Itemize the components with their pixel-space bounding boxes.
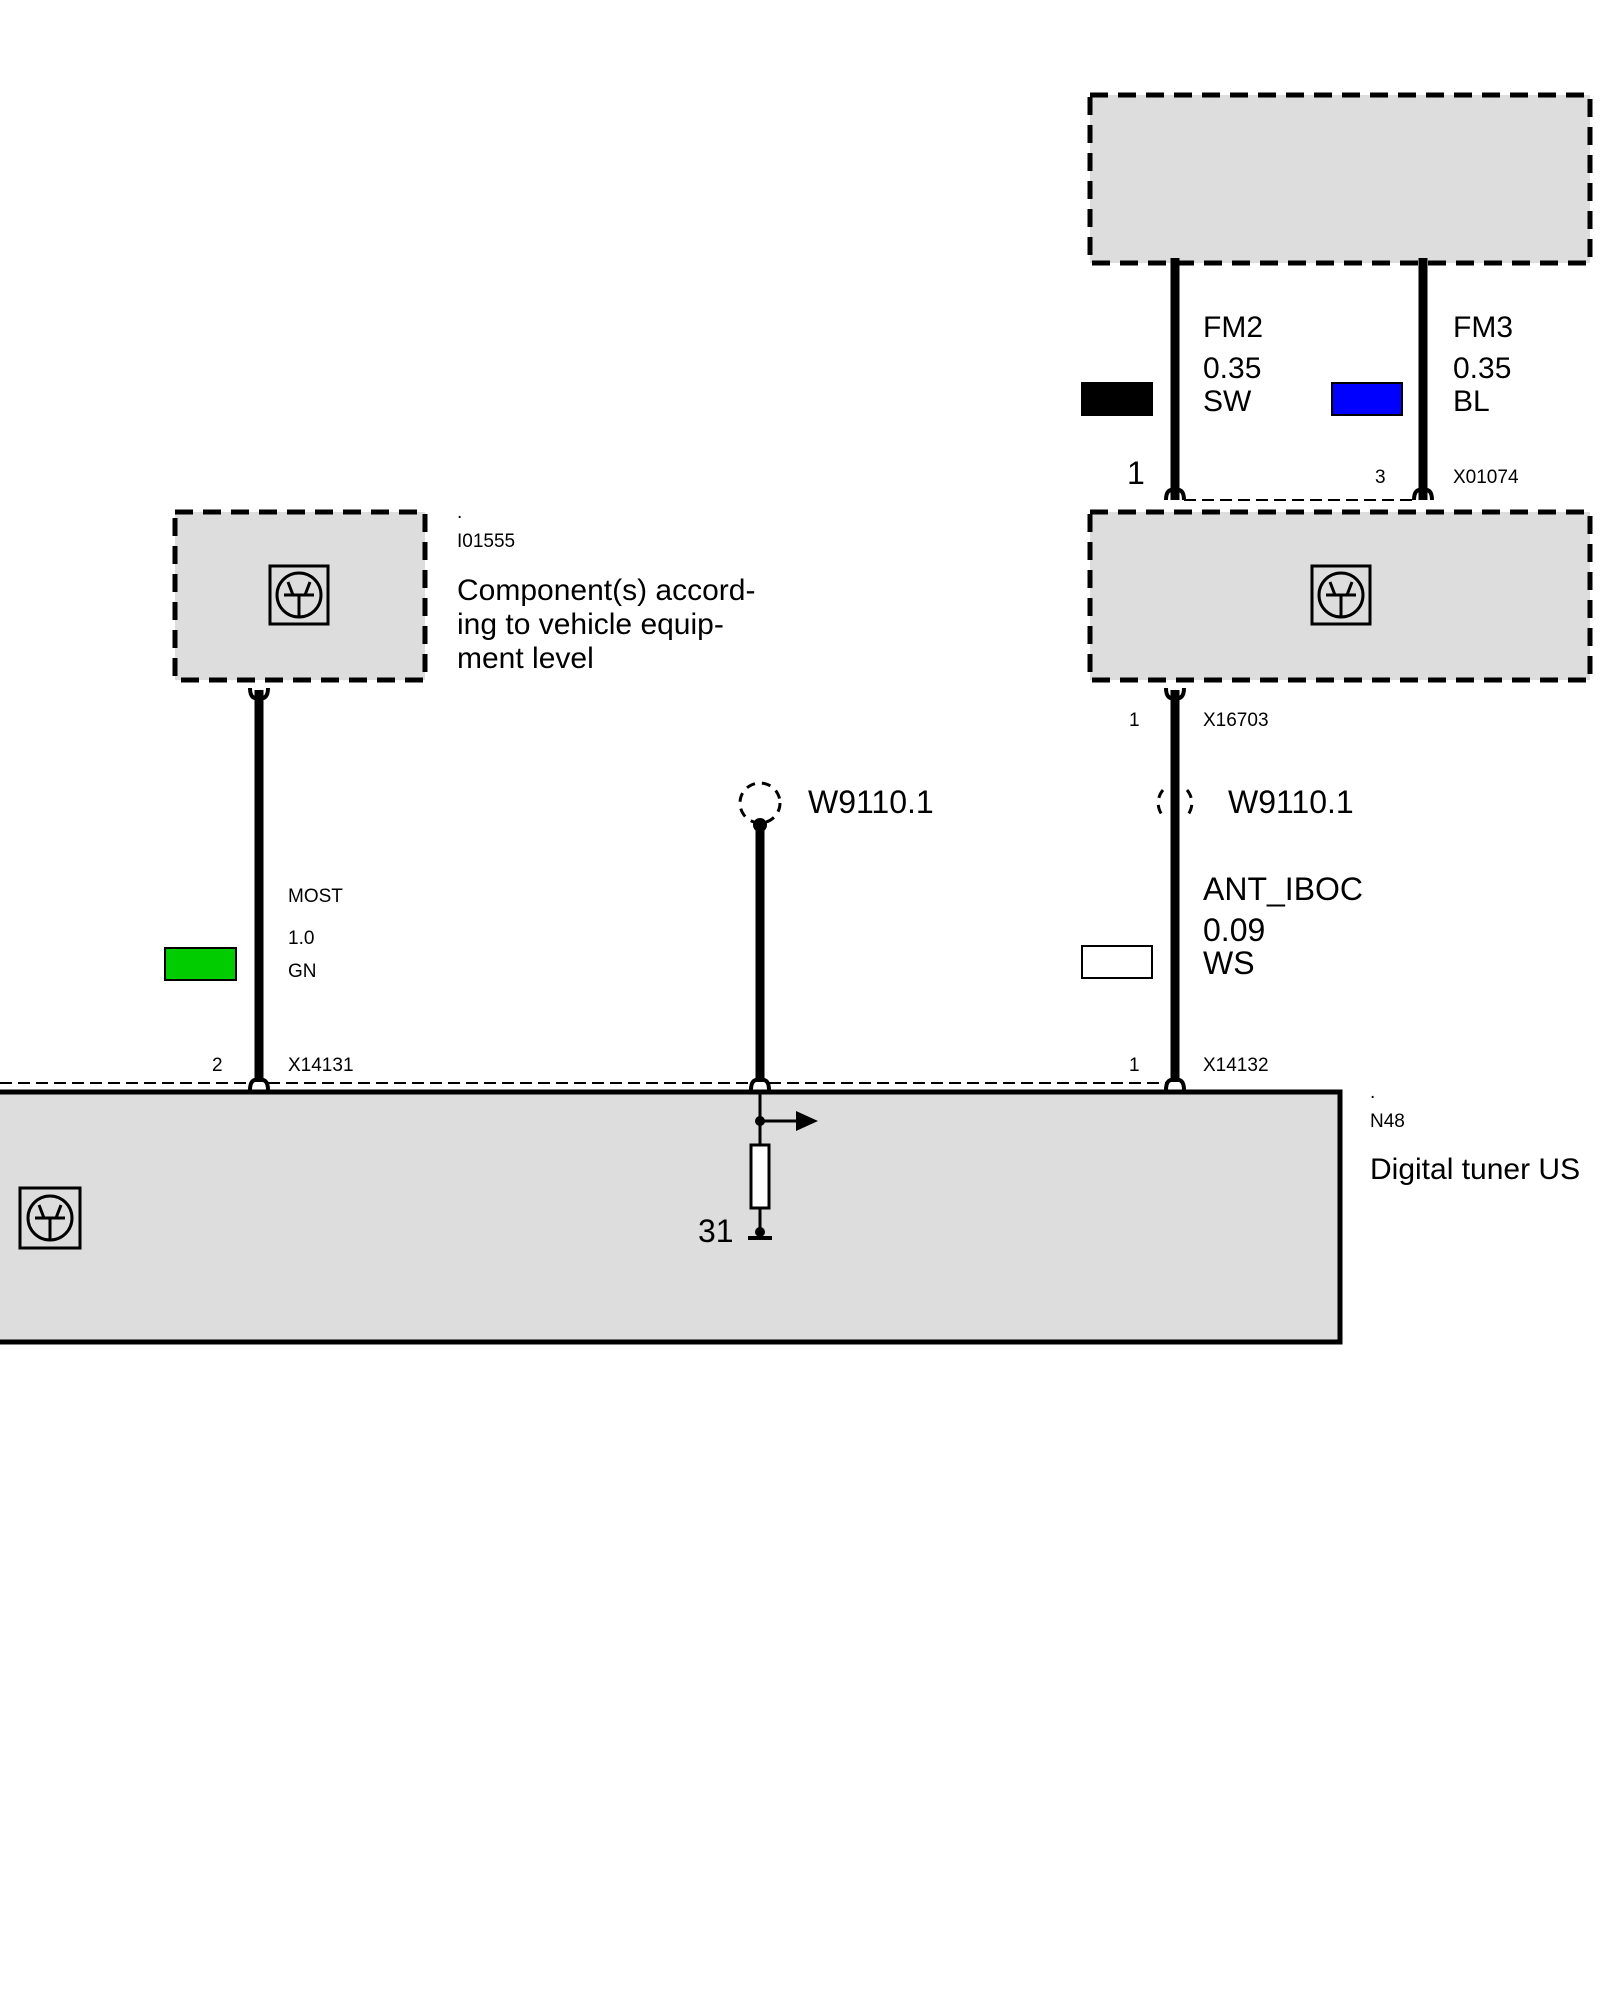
wire-fm2-color-swatch bbox=[1081, 382, 1153, 416]
shield-mid-bottom-fork bbox=[749, 1077, 771, 1091]
connector-x16703-pin: 1 bbox=[1129, 710, 1140, 731]
wire-fm3-size: 0.35 bbox=[1453, 352, 1511, 385]
wire-fm2-signal: FM2 bbox=[1203, 311, 1263, 344]
top-component-box bbox=[1087, 92, 1593, 266]
wire-antenna-color-code: WS bbox=[1203, 945, 1255, 981]
connector-x01074-label: X01074 bbox=[1453, 467, 1519, 488]
component-left-desc-line3: ment level bbox=[457, 642, 594, 675]
main-module-name: Digital tuner US bbox=[1370, 1153, 1580, 1186]
wire-most-color-swatch bbox=[164, 947, 237, 981]
connector-x16703-label: X16703 bbox=[1203, 710, 1269, 731]
connector-fork-right bbox=[1412, 487, 1434, 501]
ground-label: 31 bbox=[698, 1213, 734, 1249]
wire-antenna-color-swatch bbox=[1081, 945, 1153, 979]
wire-fm3-color-swatch bbox=[1331, 382, 1403, 416]
wire-fm2-size: 0.35 bbox=[1203, 352, 1261, 385]
component-left-desc-line1: Component(s) accord- bbox=[457, 574, 755, 607]
component-left-desc-line2: ing to vehicle equip- bbox=[457, 608, 724, 641]
antenna-bottom-fork bbox=[1164, 1077, 1186, 1091]
right-mid-component-icon bbox=[1310, 564, 1372, 626]
main-module-icon bbox=[18, 1186, 82, 1250]
wire-most-size: 1.0 bbox=[288, 928, 314, 949]
connector-fork-left bbox=[1164, 487, 1186, 501]
most-bottom-fork bbox=[248, 1077, 270, 1091]
connector-x14132-label: X14132 bbox=[1203, 1055, 1269, 1076]
shield-right-label: W9110.1 bbox=[1228, 784, 1354, 820]
wire-antenna-signal: ANT_IBOC bbox=[1203, 871, 1363, 907]
connector-x14131-label: X14131 bbox=[288, 1055, 354, 1076]
component-left-dot: . bbox=[457, 502, 462, 523]
ground-resistor-symbol bbox=[748, 1092, 818, 1240]
wire-antenna-pin: 1 bbox=[1129, 1055, 1140, 1076]
shield-right-icon bbox=[1156, 789, 1194, 817]
main-module-id: N48 bbox=[1370, 1111, 1405, 1132]
wire-most-color-code: GN bbox=[288, 961, 317, 982]
wire-most-pin: 2 bbox=[212, 1055, 223, 1076]
wire-antenna-size: 0.09 bbox=[1203, 912, 1265, 948]
pin-1-x01074: 1 bbox=[1127, 455, 1145, 491]
wire-most-signal: MOST bbox=[288, 886, 343, 907]
main-module-dot: . bbox=[1370, 1082, 1375, 1103]
pin-3-x01074: 3 bbox=[1375, 467, 1386, 488]
wire-fm3-signal: FM3 bbox=[1453, 311, 1513, 344]
wire-fm3-color-code: BL bbox=[1453, 385, 1490, 418]
left-component-icon bbox=[268, 564, 330, 626]
component-left-id: I01555 bbox=[457, 531, 515, 552]
shield-mid-label: W9110.1 bbox=[808, 784, 934, 820]
shield-mid-icon bbox=[738, 781, 782, 825]
main-module-box bbox=[0, 1089, 1343, 1345]
wire-fm2-color-code: SW bbox=[1203, 385, 1252, 418]
